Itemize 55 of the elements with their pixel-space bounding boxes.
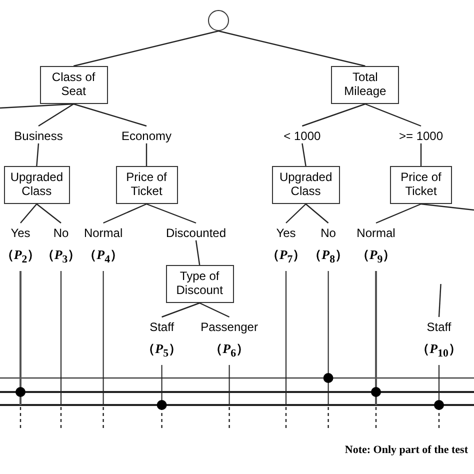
branch-line xyxy=(438,284,442,318)
path-label: （P$_{7}$） xyxy=(266,247,306,267)
root-circle xyxy=(208,10,229,31)
branch-label: Discounted xyxy=(166,226,226,240)
attribute-box: Upgraded Class xyxy=(4,166,70,204)
branch-label: Business xyxy=(14,129,63,144)
branch-line xyxy=(146,203,196,224)
branch-label: No xyxy=(320,226,337,240)
branch-label: Staff xyxy=(426,320,452,334)
note-text: Note: Only part of the test xyxy=(344,444,468,456)
attribute-box: Price of Ticket xyxy=(116,166,178,204)
branch-line xyxy=(162,302,200,318)
branch-label: Normal xyxy=(356,226,396,240)
branch-label: >= 1000 xyxy=(398,129,444,144)
path-label: （P$_{8}$） xyxy=(308,247,348,267)
branch-line xyxy=(195,240,200,266)
branch-line xyxy=(302,143,306,166)
branch-line xyxy=(38,104,74,126)
branch-label: < 1000 xyxy=(284,129,321,144)
attribute-box: Type of Discount xyxy=(166,265,234,303)
path-label: （P$_{5}$） xyxy=(142,341,182,361)
attribute-box: Class of Seat xyxy=(40,66,108,104)
branch-label: No xyxy=(52,226,70,240)
branch-line xyxy=(73,30,219,67)
branch-label: Yes xyxy=(10,226,32,240)
branch-line xyxy=(103,203,147,224)
attribute-box: Upgraded Class xyxy=(272,166,340,204)
branch-line xyxy=(420,203,474,211)
branch-line xyxy=(420,143,422,166)
attribute-box: Total Mileage xyxy=(331,66,400,104)
path-label: （P$_{10}$） xyxy=(416,341,462,361)
branch-line xyxy=(20,204,38,224)
branch-line xyxy=(218,30,366,67)
path-label: （P$_{9}$） xyxy=(356,247,396,267)
branch-line xyxy=(302,103,366,127)
branch-line xyxy=(364,103,422,127)
branch-label: Economy xyxy=(121,129,172,144)
branch-line xyxy=(286,204,306,224)
branch-line xyxy=(36,204,62,224)
path-label: （P$_{2}$） xyxy=(0,247,40,267)
branch-line xyxy=(146,143,148,166)
branch-line xyxy=(376,203,422,224)
branch-label: Staff xyxy=(148,320,176,334)
path-label: （P$_{3}$） xyxy=(41,247,81,267)
branch-line xyxy=(36,143,40,166)
branch-label: Passenger xyxy=(200,320,258,334)
branch-label: Normal xyxy=(84,226,123,240)
branch-line xyxy=(199,302,230,318)
branch-label: Yes xyxy=(275,226,297,240)
path-label: （P$_{6}$） xyxy=(208,341,250,361)
path-label: （P$_{4}$） xyxy=(84,247,123,267)
branch-line xyxy=(305,204,329,224)
branch-line xyxy=(0,103,74,109)
branch-line xyxy=(73,103,147,127)
attribute-box: Price of Ticket xyxy=(390,166,452,204)
